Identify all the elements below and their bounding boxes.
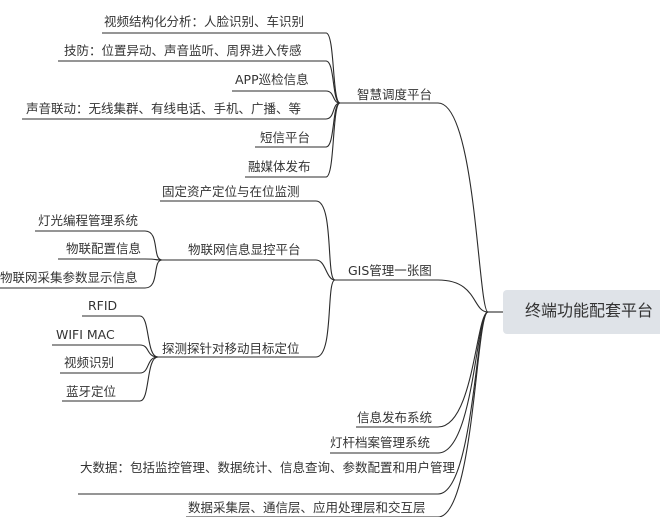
branch-info-release[interactable]: 信息发布系统	[357, 410, 433, 425]
probe-item-video[interactable]: 视频识别	[64, 355, 115, 370]
smart-dispatch-item-app-inspection[interactable]: APP巡检信息	[235, 72, 309, 87]
link-root-pole-archive	[330, 311, 489, 454]
link-root-gis	[335, 279, 489, 313]
gis-item-iot-display[interactable]: 物联网信息显控平台	[188, 242, 301, 257]
smart-dispatch-item-sms-platform[interactable]: 短信平台	[260, 130, 311, 145]
branch-gis[interactable]: GIS管理一张图	[348, 263, 432, 278]
root-node[interactable]	[503, 290, 660, 334]
link-gis-fixed-assets	[160, 200, 336, 281]
smart-dispatch-item-audio-linkage[interactable]: 声音联动：无线集群、有线电话、手机、广播、等	[26, 101, 302, 116]
link-root-data-layers	[186, 311, 489, 517]
iot-item-lighting[interactable]: 灯光编程管理系统	[38, 213, 139, 228]
link-iot-3	[0, 259, 163, 289]
gis-item-probe[interactable]: 探测探针对移动目标定位	[162, 341, 300, 356]
link-probe-1	[82, 315, 159, 358]
link-root-smart-dispatch	[355, 102, 489, 313]
link-gis-probe	[158, 279, 336, 358]
smart-dispatch-item-tech-defense[interactable]: 技防：位置异动、声音监听、周界进入传感	[64, 43, 302, 58]
iot-item-config[interactable]: 物联配置信息	[66, 241, 142, 256]
branch-big-data[interactable]: 大数据：包括监控管理、数据统计、信息查询、参数配置和用户管理	[80, 460, 456, 475]
smart-dispatch-item-media-release[interactable]: 融媒体发布	[248, 159, 311, 174]
probe-item-rfid[interactable]: RFID	[88, 298, 118, 313]
iot-item-params[interactable]: 物联网采集参数显示信息	[0, 270, 138, 285]
probe-item-wifi-mac[interactable]: WIFI MAC	[56, 327, 115, 342]
branch-pole-archive[interactable]: 灯杆档案管理系统	[330, 435, 431, 450]
smart-dispatch-item-video-analysis[interactable]: 视频结构化分析：人脸识别、车识别	[104, 14, 305, 29]
link-probe-4	[62, 356, 159, 402]
branch-data-layers[interactable]: 数据采集层、通信层、应用处理层和交互层	[188, 500, 426, 515]
branch-smart-dispatch[interactable]: 智慧调度平台	[357, 87, 433, 102]
link-probe-2	[52, 344, 159, 358]
link-iot-2	[58, 258, 163, 261]
link-gis-iot-display	[163, 259, 336, 281]
probe-item-bluetooth[interactable]: 蓝牙定位	[66, 384, 117, 399]
link-smart-2	[58, 60, 355, 104]
root-label: 终端功能配套平台	[525, 301, 654, 320]
link-smart-6	[245, 102, 355, 178]
gis-item-fixed-assets[interactable]: 固定资产定位与在位监测	[162, 184, 300, 199]
